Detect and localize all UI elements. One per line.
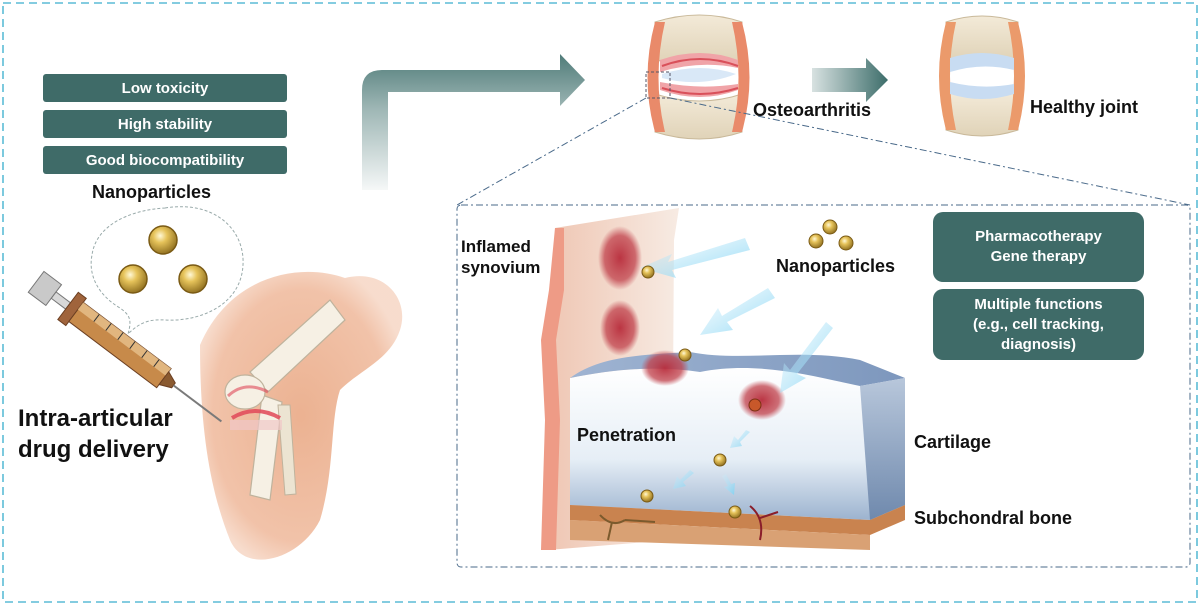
label-cartilage: Cartilage xyxy=(914,432,991,453)
knee-illustration xyxy=(200,272,402,560)
cartilage-block xyxy=(570,350,905,550)
label-nanoparticles-right: Nanoparticles xyxy=(776,256,895,277)
therapy-box: Pharmacotherapy Gene therapy xyxy=(933,212,1144,282)
functions-line-3: diagnosis) xyxy=(933,335,1144,355)
label-synovium-line2: synovium xyxy=(461,258,540,278)
osteoarthritis-joint-illustration xyxy=(646,15,750,139)
label-subchondral-bone: Subchondral bone xyxy=(914,508,1072,529)
property-biocompatibility: Good biocompatibility xyxy=(43,146,287,174)
label-delivery-line1: Intra-articular xyxy=(18,405,173,433)
functions-line-2: (e.g., cell tracking, xyxy=(933,315,1144,335)
label-osteoarthritis: Osteoarthritis xyxy=(753,100,871,121)
property-high-stability: High stability xyxy=(43,110,287,138)
property-low-toxicity: Low toxicity xyxy=(43,74,287,102)
functions-box: Multiple functions (e.g., cell tracking,… xyxy=(933,289,1144,360)
functions-line-1: Multiple functions xyxy=(933,295,1144,315)
flow-arrow-up-right xyxy=(362,54,585,190)
flow-arrow-right xyxy=(812,58,888,102)
label-synovium-line1: Inflamed xyxy=(461,237,531,257)
label-delivery-line2: drug delivery xyxy=(18,436,169,464)
label-penetration: Penetration xyxy=(577,425,676,446)
therapy-line-1: Pharmacotherapy xyxy=(933,227,1144,247)
therapy-line-2: Gene therapy xyxy=(933,247,1144,267)
label-healthy-joint: Healthy joint xyxy=(1030,97,1138,118)
label-nanoparticles-left: Nanoparticles xyxy=(92,182,211,203)
healthy-joint-illustration xyxy=(939,16,1025,136)
